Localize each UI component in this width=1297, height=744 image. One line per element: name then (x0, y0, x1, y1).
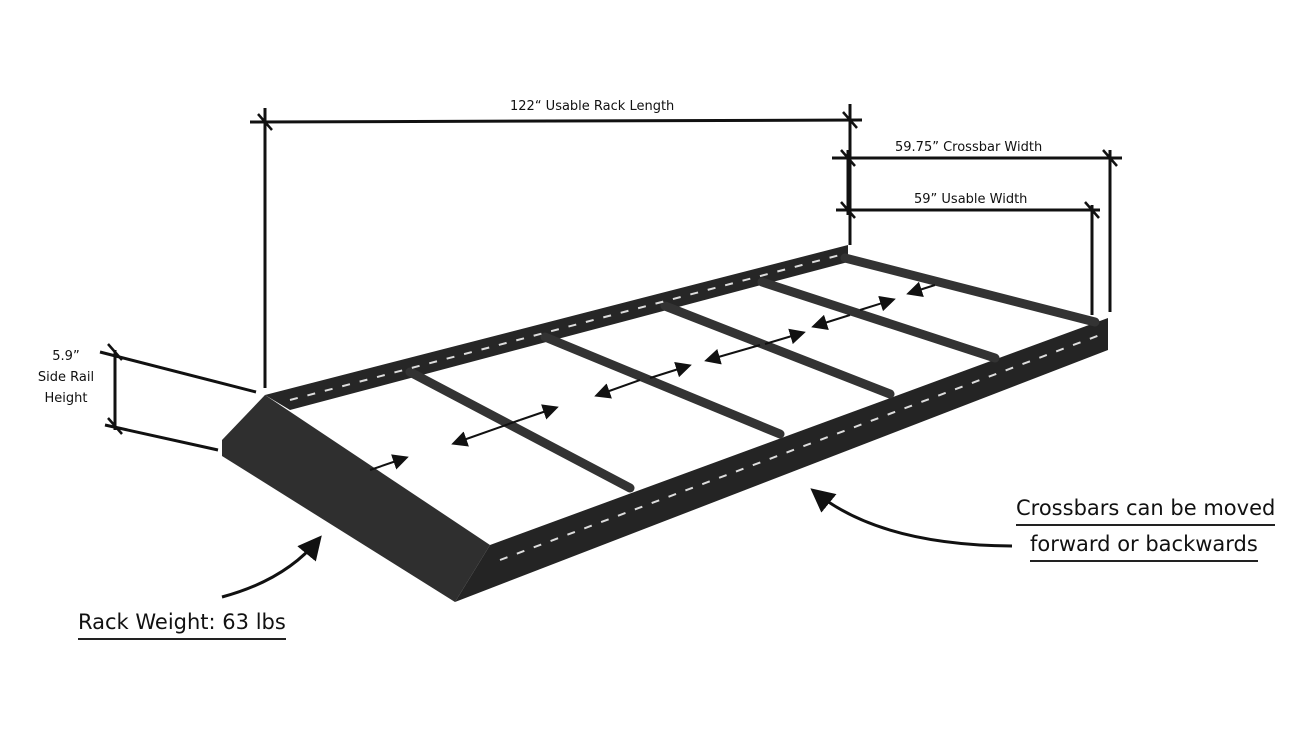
rack-length-label: 122“ Usable Rack Length (510, 99, 675, 114)
usable-width-label: 59” Usable Width (914, 192, 1028, 207)
side-rail-height-label: 5.9” Side Rail Height (36, 346, 96, 409)
callout-arrows (221, 488, 1013, 599)
dimension-lines (99, 104, 1122, 452)
side-rail-value: 5.9” (52, 349, 80, 364)
rack-weight-callout: Rack Weight: 63 lbs (78, 610, 286, 640)
rack (222, 245, 1108, 602)
side-rail-text: Side Rail (37, 370, 95, 385)
left-rail (265, 245, 848, 410)
crossbars-callout-line2: forward or backwards (1030, 532, 1258, 562)
crossbar-width-label: 59.75” Crossbar Width (895, 140, 1043, 155)
side-rail-text-2: Height (44, 391, 88, 406)
right-rail (455, 318, 1108, 602)
front-fairing (222, 395, 490, 602)
crossbar-move-arrows (369, 281, 936, 471)
crossbars-callout-line1: Crossbars can be moved (1016, 496, 1276, 526)
crossbars (405, 253, 1100, 493)
